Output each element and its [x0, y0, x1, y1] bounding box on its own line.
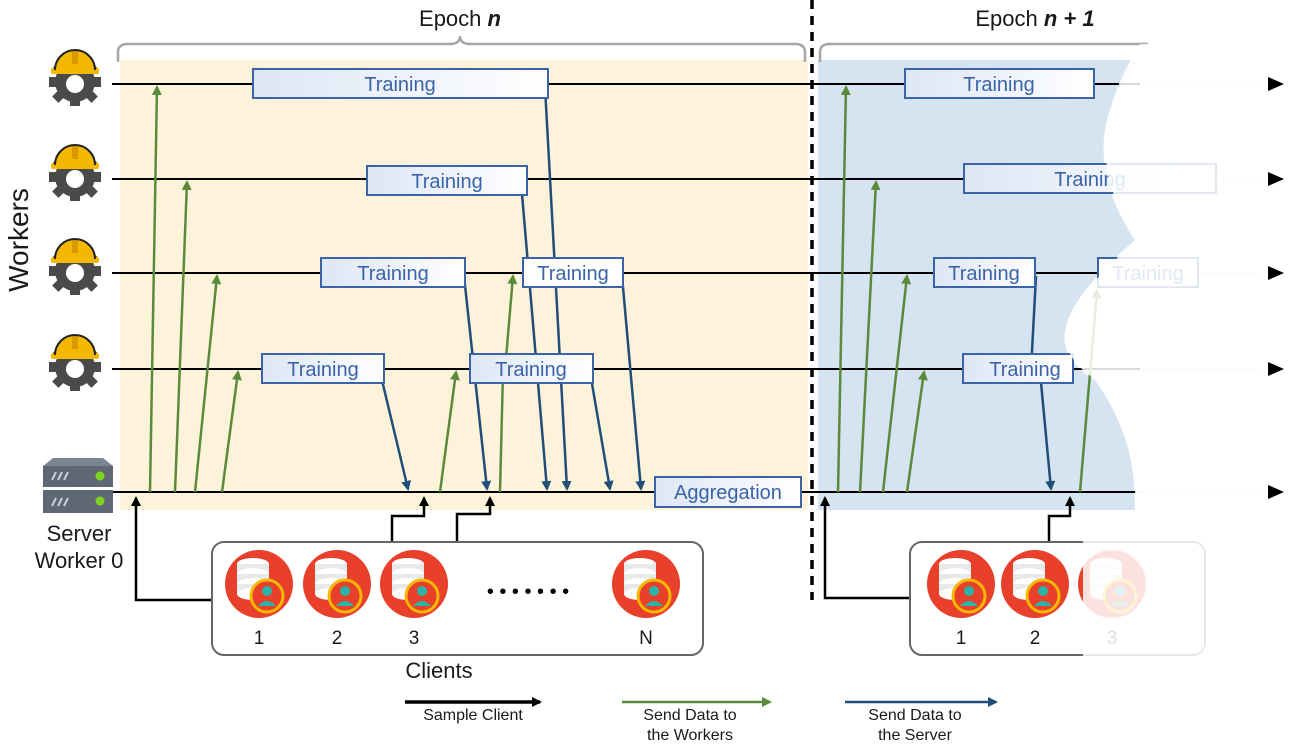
database-user-icon	[925, 548, 997, 620]
worker-helmet-gear-icon	[48, 238, 102, 296]
svg-text:Training: Training	[537, 263, 609, 285]
database-user-icon	[610, 548, 682, 620]
clients-label: Clients	[405, 658, 472, 683]
clients-ellipsis: • • • • • • •	[487, 581, 569, 603]
client-number: 1	[956, 628, 967, 649]
legend-send-workers-label-line2: the Workers	[647, 727, 733, 744]
timeline-end-arrows	[1268, 77, 1284, 499]
svg-text:Training: Training	[364, 74, 436, 96]
training-box: Training	[252, 68, 549, 99]
legend-send-server-label: Send Data to	[868, 707, 962, 724]
svg-text:Training: Training	[989, 359, 1061, 381]
workers-axis-label: Workers	[3, 188, 34, 292]
fade-overlay	[1066, 44, 1262, 700]
legend-send-server-label-line2: the Server	[878, 727, 952, 744]
database-user-icon	[999, 548, 1071, 620]
epoch-n1-bracket	[818, 42, 1148, 62]
epoch-n-title: Epoch n	[419, 6, 501, 31]
svg-text:Training: Training	[963, 74, 1035, 96]
training-box: Training	[522, 257, 624, 288]
client-number: 2	[332, 628, 343, 649]
database-user-icon	[378, 548, 450, 620]
database-user-icon	[223, 548, 295, 620]
database-user-icon	[301, 548, 373, 620]
svg-text:Training: Training	[357, 263, 429, 285]
client-number: 1	[254, 628, 265, 649]
training-box: Training	[962, 353, 1074, 384]
legend-sample-client-label: Sample Client	[423, 707, 523, 724]
svg-text:Training: Training	[411, 171, 483, 193]
worker-helmet-gear-icon	[48, 334, 102, 392]
training-box: Training	[261, 353, 385, 384]
svg-text:Training: Training	[495, 359, 567, 381]
legend-send-workers-label: Send Data to	[643, 707, 737, 724]
training-box: Training	[904, 68, 1095, 99]
training-box: Training	[320, 257, 466, 288]
svg-text:Aggregation: Aggregation	[674, 482, 782, 504]
svg-text:Training: Training	[287, 359, 359, 381]
server-label-line2: Worker 0	[35, 548, 124, 573]
client-fade-overlay	[1083, 536, 1210, 690]
epoch-n1-title: Epoch n + 1	[975, 6, 1094, 31]
client-number: 3	[409, 628, 420, 649]
send-to-workers-arrows	[148, 85, 1102, 493]
server-rack-icon	[43, 458, 113, 513]
training-box: Training	[469, 353, 594, 384]
server-label: Server	[47, 521, 112, 546]
worker-helmet-gear-icon	[48, 144, 102, 202]
sample-client-arrows	[131, 496, 1075, 602]
client-number: N	[639, 628, 653, 649]
training-box: Training	[366, 165, 528, 196]
aggregation-box: Aggregation	[654, 476, 802, 508]
epoch-n-bracket	[116, 35, 807, 62]
worker-helmet-gear-icon	[48, 49, 102, 107]
client-number: 2	[1030, 628, 1041, 649]
training-box: Training	[933, 257, 1036, 288]
svg-text:Training: Training	[1054, 169, 1126, 191]
svg-text:Training: Training	[948, 263, 1020, 285]
legend: Sample Client Send Data to the Workers S…	[405, 697, 998, 744]
